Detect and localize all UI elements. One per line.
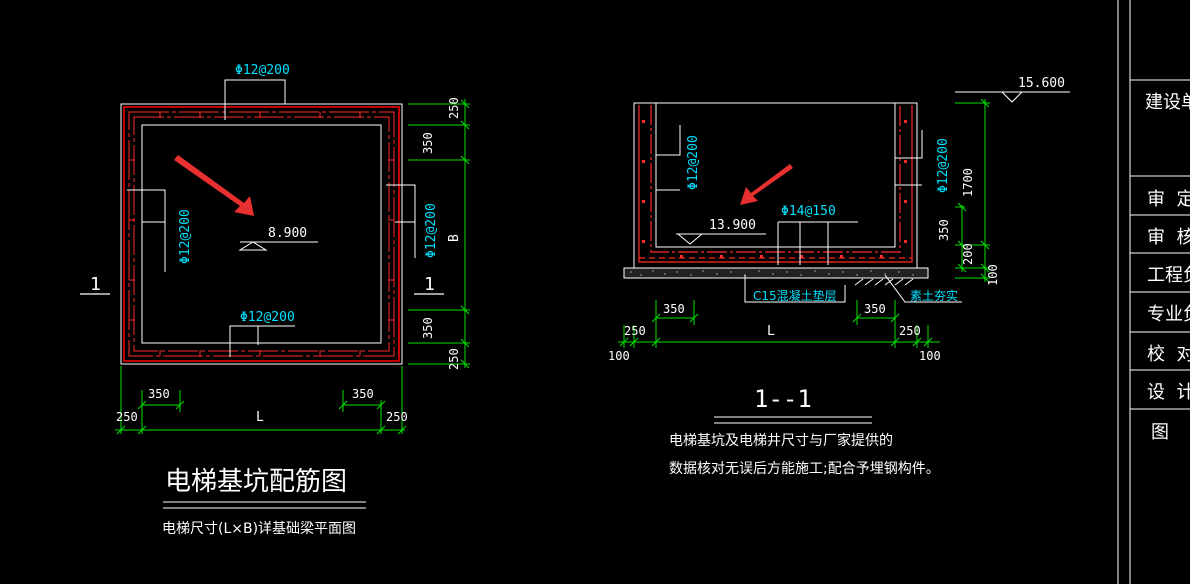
- section-dim-200: 200: [961, 243, 975, 265]
- titleblock-row-4: 专业负: [1147, 304, 1190, 325]
- plan-title-underline: [163, 501, 366, 509]
- plan-rebar-outer: [128, 111, 395, 357]
- section-leaders: [656, 125, 962, 303]
- section-rebar-dots: [642, 120, 907, 258]
- plan-dim-right-350-top: 350: [421, 132, 435, 154]
- plan-dim-right: [408, 99, 470, 369]
- titleblock-row-6: 设 计: [1147, 382, 1190, 403]
- section-elevation-marker: [676, 233, 766, 245]
- plan-view: Φ12@200 Φ12@200 Φ12@200 Φ12@200 8.900 1 …: [80, 63, 470, 537]
- section-cushion-layer: [623, 267, 929, 279]
- section-elevation-text: 13.900: [709, 218, 756, 233]
- section-dim-350-left: 350: [663, 302, 685, 316]
- plan-rebar-left-label: Φ12@200: [178, 209, 193, 264]
- plan-dim-right-b: B: [447, 234, 462, 242]
- title-block-frame: [1117, 0, 1190, 584]
- section-cushion-label: C15混凝土垫层: [753, 288, 837, 303]
- plan-dim-right-top: 250: [447, 97, 461, 119]
- section-view: 15.600: [608, 76, 1070, 477]
- plan-dim-bottom: [115, 366, 407, 435]
- plan-dim-bottom-l: L: [256, 410, 264, 425]
- plan-subtitle: 电梯尺寸(L×B)详基础梁平面图: [162, 520, 356, 537]
- section-rebar-right-label: Φ12@200: [936, 138, 951, 193]
- section-dim-350-right: 350: [864, 302, 886, 316]
- plan-elevation-marker: [238, 241, 318, 251]
- plan-elevation-text: 8.900: [268, 226, 307, 241]
- title-block: 建设单 审 定 审 核 工程负 专业负 校 对 设 计 图: [1117, 0, 1190, 584]
- plan-dim-bottom-left-350: 350: [148, 387, 170, 401]
- section-dim-250-left: 250: [624, 324, 646, 338]
- section-dim-right: [955, 98, 990, 283]
- plan-dim-right-350-bottom: 350: [421, 317, 435, 339]
- section-soil-hatch: [854, 278, 914, 286]
- plan-pointer-arrow: [174, 155, 254, 216]
- plan-leaders: [127, 79, 416, 357]
- titleblock-row-5: 校 对: [1147, 344, 1190, 365]
- plan-rebar-hooks: [129, 112, 394, 356]
- plan-rebar-bottom-label: Φ12@200: [240, 310, 295, 325]
- section-dim-350: 350: [937, 219, 951, 241]
- section-rebar-left-label: Φ12@200: [686, 135, 701, 190]
- titleblock-row-0: 建设单: [1145, 92, 1190, 113]
- section-rebar-bottom-label: Φ14@150: [781, 204, 836, 219]
- section-dim-1700: 1700: [961, 168, 975, 197]
- plan-inner-boundary: [141, 124, 382, 344]
- plan-rebar-top-label: Φ12@200: [235, 63, 290, 78]
- section-dim-250-right: 250: [899, 324, 921, 338]
- section-title: 1--1: [754, 385, 812, 413]
- section-walls-outline: [633, 102, 918, 269]
- plan-dim-bottom-left-250: 250: [116, 410, 138, 424]
- section-dim-100-left: 100: [608, 349, 630, 363]
- plan-wall-outer: [123, 106, 400, 362]
- plan-dim-bottom-right-250: 250: [386, 410, 408, 424]
- plan-dim-bottom-right-350: 350: [352, 387, 374, 401]
- section-title-underline: [714, 416, 872, 424]
- plan-title: 电梯基坑配筋图: [165, 467, 347, 497]
- section-dim-bottom: [618, 300, 940, 348]
- plan-outer-boundary: [120, 103, 403, 365]
- plan-section-mark-right: 1: [424, 274, 435, 295]
- plan-rebar-inner: [133, 116, 390, 352]
- plan-dim-right-bottom: 250: [447, 348, 461, 370]
- section-rebar: [638, 105, 913, 263]
- titleblock-row-7: 图: [1151, 422, 1169, 443]
- section-pointer-arrow: [740, 164, 793, 205]
- plan-rebar-right-label: Φ12@200: [424, 203, 439, 258]
- titleblock-row-3: 工程负: [1147, 265, 1190, 286]
- section-note-line2: 数据核对无误后方能施工;配合予埋钢构件。: [669, 461, 940, 477]
- plan-section-mark-left: 1: [90, 274, 101, 295]
- section-soil-label: 素土夯实: [910, 288, 958, 303]
- section-dim-100-right: 100: [986, 264, 1000, 286]
- section-note-line1: 电梯基坑及电梯井尺寸与厂家提供的: [669, 432, 893, 449]
- section-dim-l: L: [767, 324, 775, 339]
- section-dim-100-bottom-right: 100: [919, 349, 941, 363]
- section-top-elevation-text: 15.600: [1018, 76, 1065, 91]
- titleblock-row-2: 审 核: [1147, 227, 1190, 248]
- section-top-elevation-marker: [955, 91, 1070, 103]
- titleblock-row-1: 审 定: [1147, 189, 1190, 210]
